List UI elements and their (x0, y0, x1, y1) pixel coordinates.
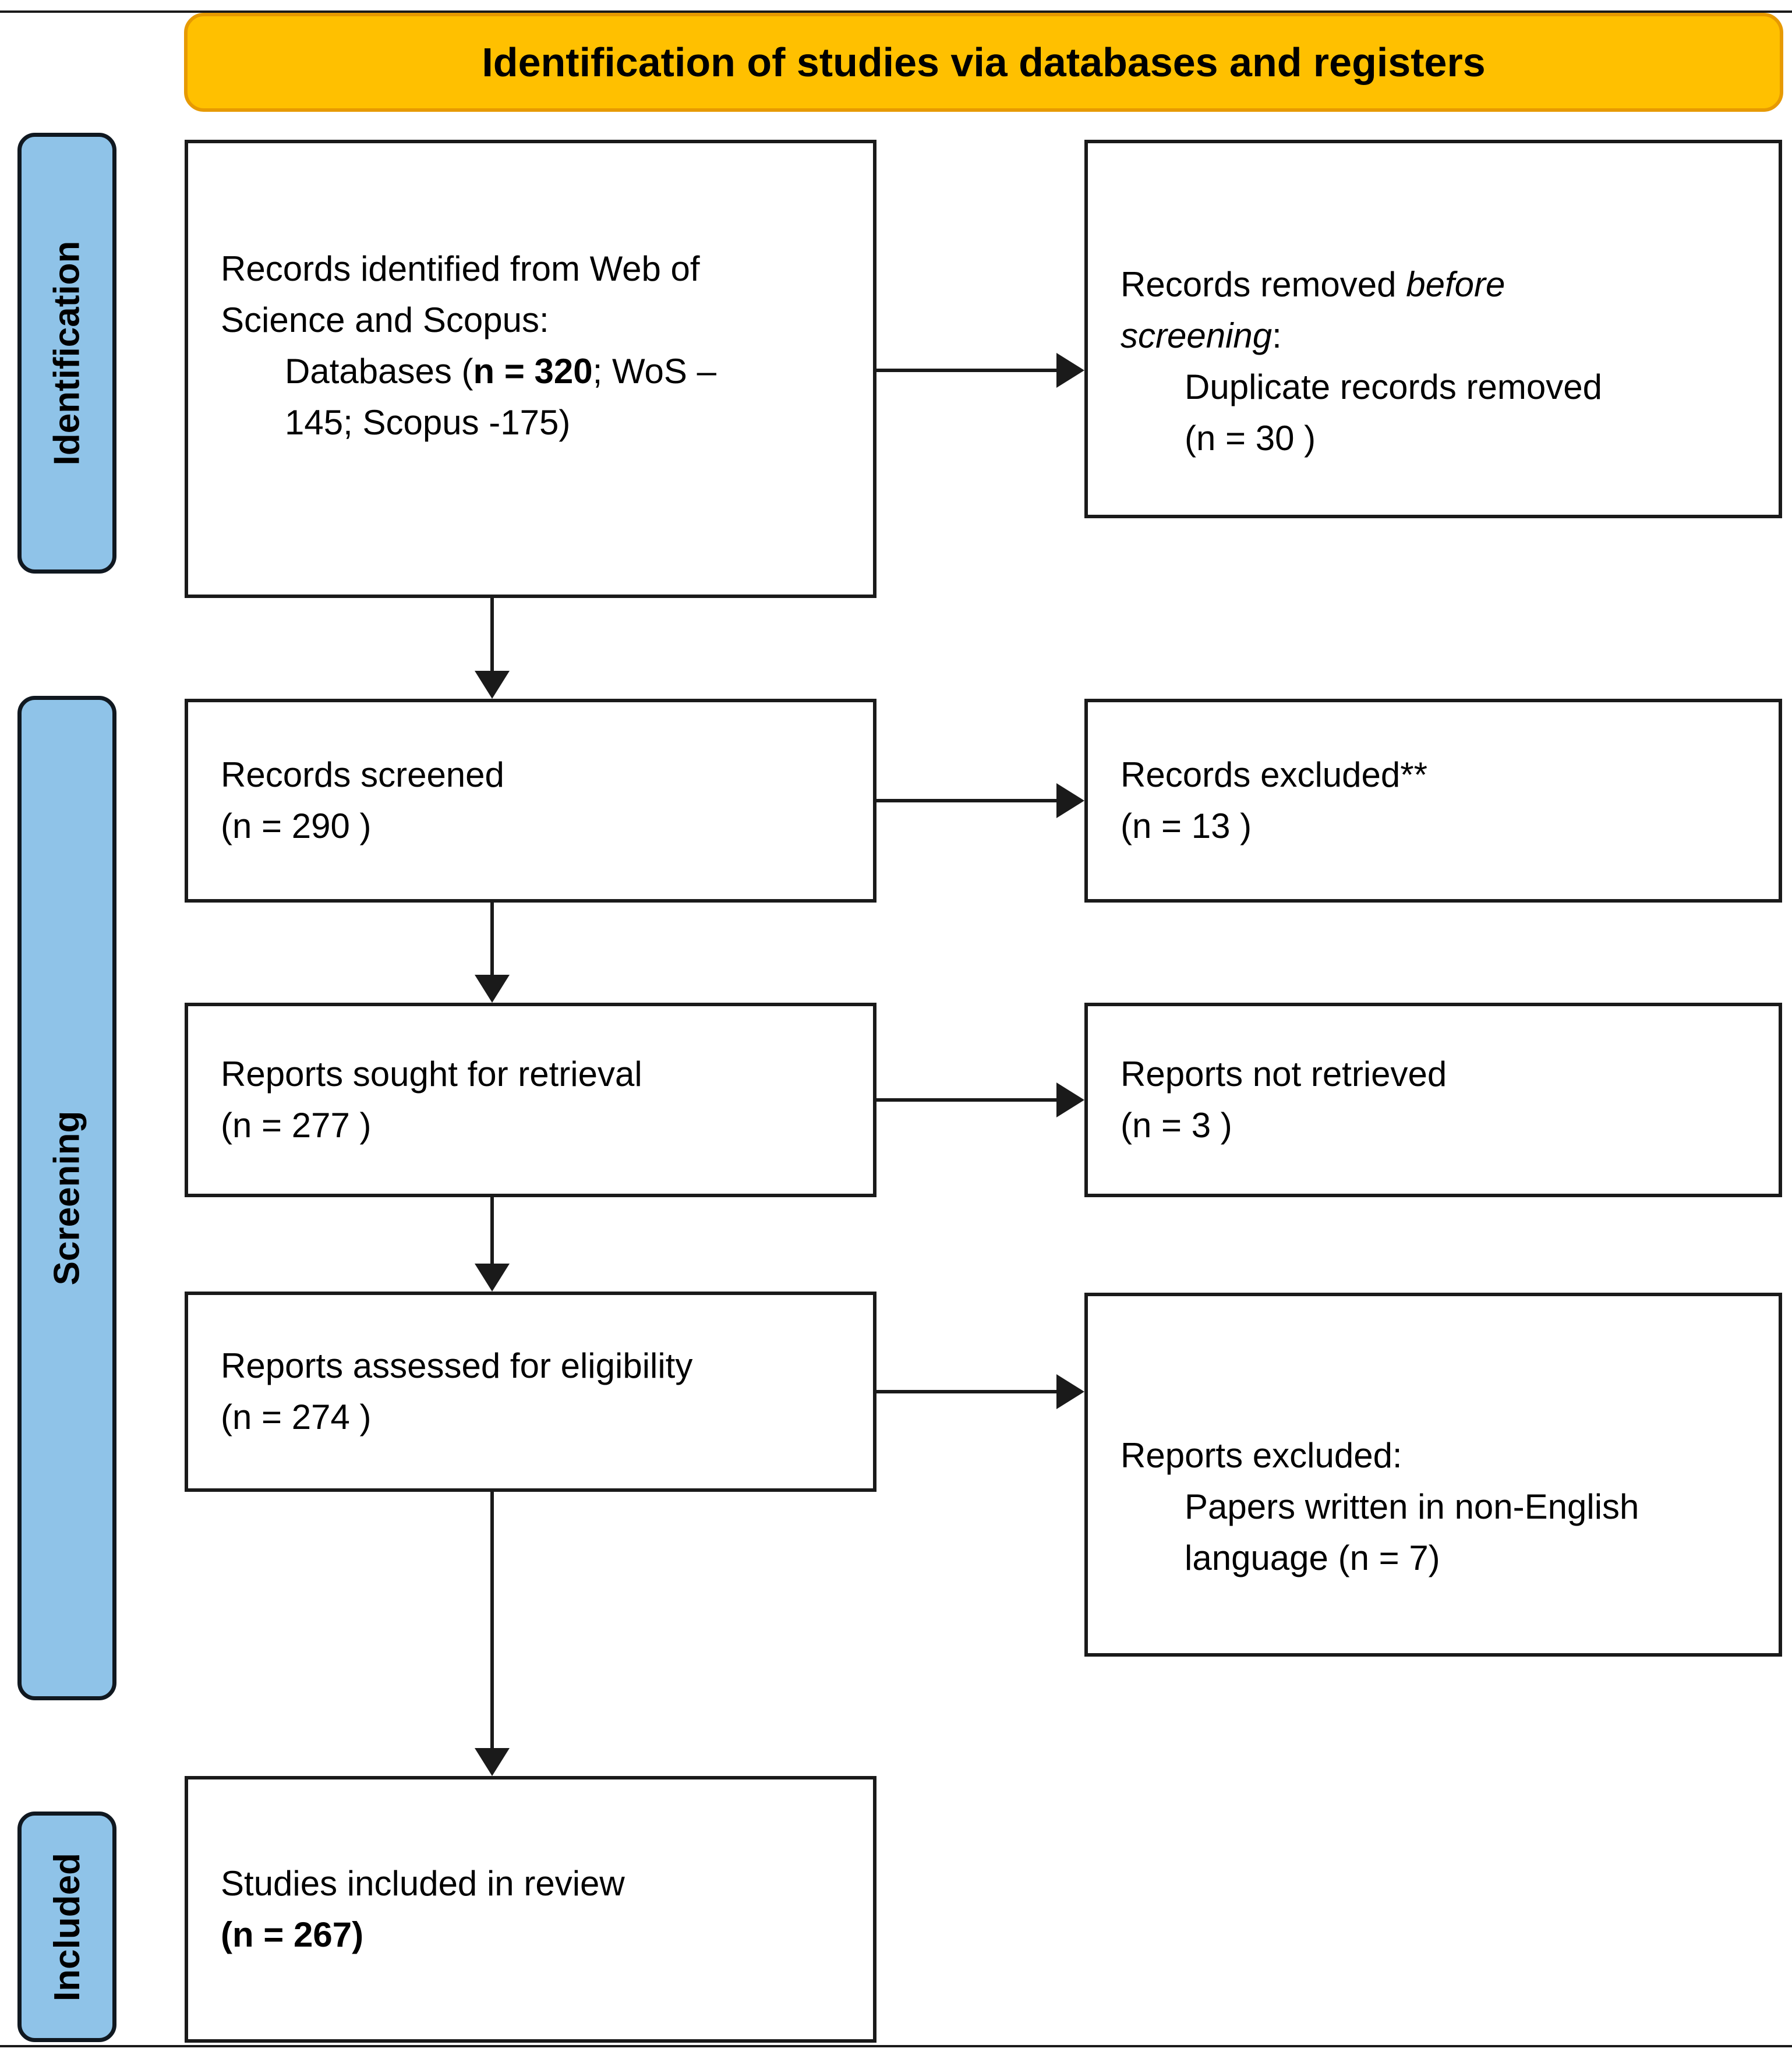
arrow-shaft (490, 903, 494, 977)
box-text-line: screening: (1121, 316, 1282, 355)
box-text-line: Records excluded** (1121, 755, 1427, 794)
box-records-removed: Records removed before screening: Duplicat… (1084, 140, 1782, 518)
arrow-down-screened-to-sought (473, 903, 511, 1003)
arrow-right-screened-to-excluded (876, 781, 1084, 820)
box-text-line: Databases (n = 320; WoS – (285, 351, 716, 391)
box-text-line: Reports not retrieved (1121, 1055, 1447, 1094)
arrow-down-identified-to-screened (473, 598, 511, 699)
box-text-line: Studies included in review (221, 1864, 625, 1903)
arrow-right-identified-to-removed (876, 351, 1084, 390)
arrow-head-right-icon (1056, 1082, 1084, 1117)
box-text-line: Records removed before (1121, 265, 1505, 304)
stage-label-included: Included (17, 1812, 116, 2042)
arrow-head-down-icon (475, 671, 510, 699)
box-studies-included: Studies included in review (n = 267) (185, 1776, 876, 2043)
arrow-head-down-icon (475, 975, 510, 1003)
box-text-line: Reports assessed for eligibility (221, 1346, 693, 1385)
arrow-shaft (876, 799, 1056, 802)
box-reports-not-retrieved: Reports not retrieved (n = 3 ) (1084, 1003, 1782, 1197)
banner-title: Identification of studies via databases … (184, 13, 1783, 112)
arrow-right-assessed-to-excluded (876, 1372, 1084, 1411)
arrow-head-down-icon (475, 1748, 510, 1776)
arrow-head-down-icon (475, 1264, 510, 1292)
bottom-border-line (0, 2045, 1792, 2047)
arrow-down-assessed-to-included (473, 1492, 511, 1776)
arrow-shaft (876, 1098, 1056, 1102)
box-text-line: Reports sought for retrieval (221, 1055, 642, 1094)
arrow-shaft (490, 1492, 494, 1750)
box-text-line: Papers written in non-English (1185, 1487, 1639, 1526)
arrow-shaft (490, 1197, 494, 1266)
box-records-excluded: Records excluded** (n = 13 ) (1084, 699, 1782, 903)
box-text-line: (n = 290 ) (221, 806, 372, 845)
arrow-shaft (876, 369, 1056, 372)
arrow-head-right-icon (1056, 783, 1084, 818)
banner-title-text: Identification of studies via databases … (482, 40, 1486, 85)
arrow-head-right-icon (1056, 353, 1084, 388)
top-border-line (0, 10, 1792, 13)
arrow-right-sought-to-not-retrieved (876, 1081, 1084, 1119)
box-text-line: (n = 13 ) (1121, 806, 1252, 845)
box-text-line: (n = 3 ) (1121, 1106, 1232, 1145)
box-text-line: 145; Scopus -175) (285, 402, 571, 442)
arrow-head-right-icon (1056, 1374, 1084, 1409)
box-text-line: Duplicate records removed (1185, 367, 1602, 406)
box-reports-excluded: Reports excluded: Papers written in non-E… (1084, 1293, 1782, 1657)
arrow-shaft (490, 598, 494, 673)
box-text-line: Records identified from Web of (221, 249, 700, 288)
stage-label-included-text: Included (47, 1852, 87, 2001)
box-text-line: (n = 30 ) (1185, 419, 1316, 458)
box-text-line: language (n = 7) (1185, 1538, 1440, 1577)
arrow-shaft (876, 1390, 1056, 1393)
box-text-line: Science and Scopus: (221, 300, 549, 339)
box-text-line: Reports excluded: (1121, 1435, 1402, 1475)
box-text-line: (n = 274 ) (221, 1398, 372, 1437)
box-text-line: (n = 277 ) (221, 1106, 372, 1145)
box-records-screened: Records screened (n = 290 ) (185, 699, 876, 903)
stage-label-screening-text: Screening (47, 1110, 87, 1286)
box-text-line: (n = 267) (221, 1915, 364, 1954)
box-reports-assessed: Reports assessed for eligibility (n = 274… (185, 1292, 876, 1492)
box-reports-sought: Reports sought for retrieval (n = 277 ) (185, 1003, 876, 1197)
box-text-line: Records screened (221, 755, 504, 794)
arrow-down-sought-to-assessed (473, 1197, 511, 1292)
stage-label-identification-text: Identification (47, 240, 87, 466)
stage-label-screening: Screening (17, 696, 116, 1700)
box-records-identified: Records identified from Web of Science an… (185, 140, 876, 598)
stage-label-identification: Identification (17, 133, 116, 574)
